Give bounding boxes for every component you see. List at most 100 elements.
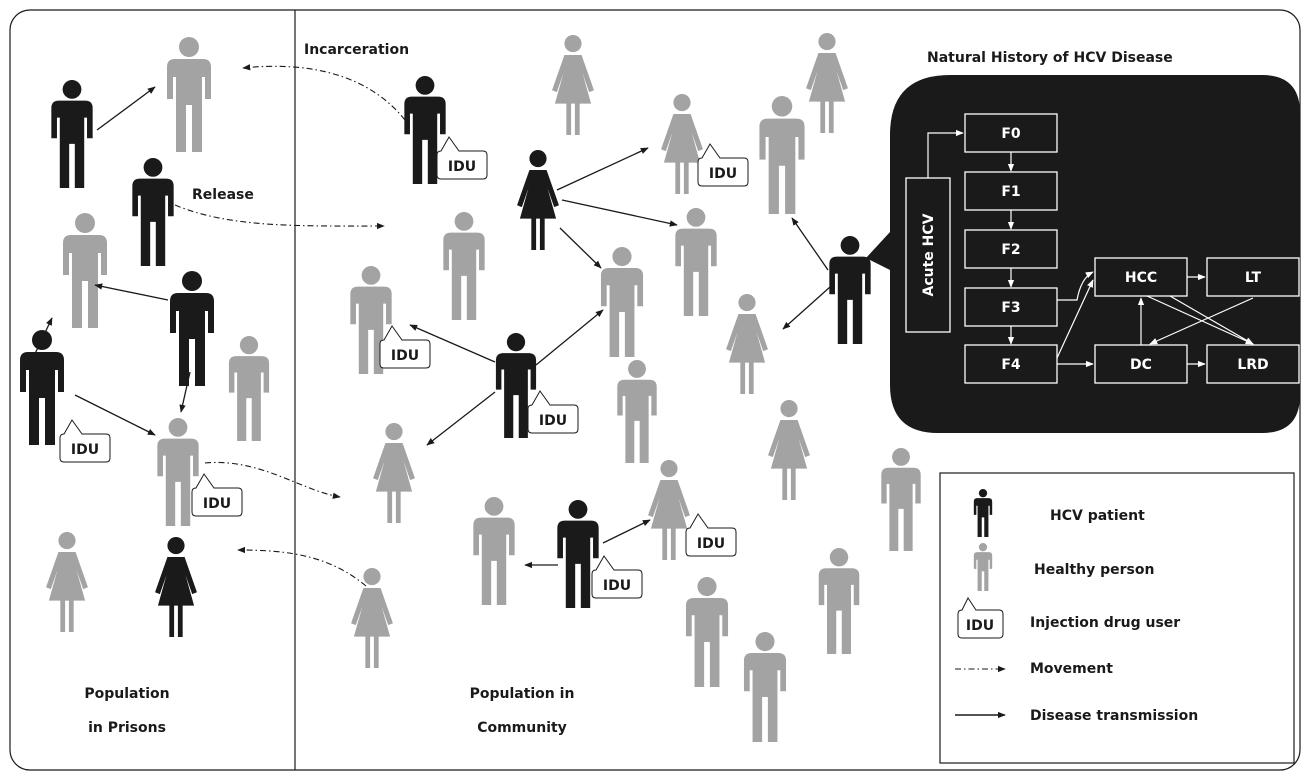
healthy-person-icon — [552, 35, 594, 135]
healthy-person-icon — [881, 448, 921, 551]
transmission-arrow — [535, 309, 604, 366]
healthy-person-icon — [661, 94, 703, 194]
hcv-patient-icon — [51, 80, 93, 188]
healthy-person-icon — [726, 294, 768, 394]
stage-f4-box: F4 — [1001, 357, 1021, 373]
movement-arrow — [242, 64, 406, 121]
community-label-line2: Community — [477, 720, 567, 736]
legend-label-healthy-person: Healthy person — [1034, 562, 1155, 578]
idu-text: IDU — [709, 166, 737, 182]
transmission-arrow — [561, 199, 678, 227]
movement-arrow — [204, 461, 341, 499]
transmission-arrow — [426, 391, 496, 446]
community-label-line1: Population in — [469, 686, 575, 702]
healthy-person-icon — [806, 33, 848, 133]
transmission-arrow — [179, 371, 191, 413]
healthy-person-icon — [617, 360, 657, 463]
stage-f3-box: F3 — [1001, 300, 1020, 316]
movement-arrow — [237, 546, 367, 587]
lt-box: LT — [1245, 270, 1262, 286]
hcv-patient-icon — [170, 271, 214, 386]
movement-arrows — [174, 64, 406, 587]
idu-text: IDU — [697, 536, 725, 552]
transmission-arrow — [791, 217, 829, 271]
legend-hcv-patient-icon — [973, 489, 993, 537]
healthy-person-icon — [228, 336, 270, 441]
legend-label-movement: Movement — [1030, 661, 1113, 677]
healthy-person-icon — [759, 96, 805, 214]
hcv-patient-icon — [155, 537, 197, 637]
idu-tag: IDU — [436, 136, 488, 180]
idu-tag: IDU — [59, 419, 111, 463]
stage-f2-box: F2 — [1001, 242, 1020, 258]
healthy-person-icon — [157, 418, 199, 526]
transmission-arrow — [409, 324, 496, 363]
legend-icons: IDU — [955, 489, 1006, 719]
speech-bubble — [866, 75, 1300, 433]
idu-tag: IDU — [379, 325, 431, 369]
idu-text: IDU — [448, 159, 476, 175]
transmission-arrow — [74, 394, 156, 436]
healthy-person-icon — [373, 423, 415, 523]
healthy-person-icon — [685, 577, 729, 687]
idu-text: IDU — [539, 413, 567, 429]
transmission-arrow — [556, 147, 649, 191]
transmission-arrow — [559, 227, 602, 269]
legend-label-transmission: Disease transmission — [1030, 708, 1199, 724]
release-label: Release — [192, 187, 254, 203]
movement-arrow — [174, 204, 385, 230]
stage-f1-box: F1 — [1001, 184, 1020, 200]
hcv-patient-icon — [495, 333, 537, 438]
legend-healthy-person-icon — [973, 543, 993, 591]
idu-tags: IDU IDU IDU IDU IDU IDU IDU IDU — [59, 136, 749, 599]
healthy-person-icon — [600, 247, 644, 357]
hcv-patient-icon — [517, 150, 559, 250]
legend-idu-callout-icon: IDU — [957, 597, 1004, 639]
people-layer — [20, 33, 921, 742]
prison-label-line1: Population — [84, 686, 170, 702]
healthy-person-icon — [473, 497, 515, 605]
idu-tag: IDU — [527, 390, 579, 434]
idu-tag: IDU — [191, 473, 243, 517]
acute-hcv-box: Acute HCV — [921, 213, 937, 296]
idu-text: IDU — [391, 348, 419, 364]
hcv-patient-icon — [829, 236, 871, 344]
svg-text:IDU: IDU — [966, 618, 994, 634]
natural-history-title: Natural History of HCV Disease — [927, 50, 1173, 66]
idu-text: IDU — [203, 496, 231, 512]
transmission-arrows — [31, 86, 831, 569]
stage-f0-box: F0 — [1001, 126, 1021, 142]
transmission-arrow — [31, 317, 53, 361]
healthy-person-icon — [46, 532, 88, 632]
lrd-box: LRD — [1237, 357, 1268, 373]
idu-tag: IDU — [685, 513, 737, 557]
hcv-patient-icon — [20, 330, 64, 445]
prison-population-label: Population in Prisons — [52, 677, 202, 745]
healthy-person-icon — [648, 460, 690, 560]
healthy-person-icon — [675, 208, 717, 316]
idu-tag: IDU — [697, 143, 749, 187]
dc-box: DC — [1130, 357, 1152, 373]
transmission-arrow — [94, 283, 169, 301]
transmission-arrow — [96, 86, 156, 131]
healthy-person-icon — [768, 400, 810, 500]
healthy-person-icon — [63, 213, 107, 328]
healthy-person-icon — [743, 632, 787, 742]
idu-text: IDU — [603, 578, 631, 594]
legend-label-idu: Injection drug user — [1030, 615, 1181, 631]
idu-tag: IDU — [591, 555, 643, 599]
legend: IDU — [939, 472, 1295, 764]
hcv-patient-icon — [404, 76, 446, 184]
healthy-person-icon — [167, 37, 211, 152]
incarceration-label: Incarceration — [304, 42, 410, 58]
healthy-person-icon — [818, 548, 860, 654]
transmission-arrow — [782, 286, 831, 330]
hcv-patient-icon — [557, 500, 599, 608]
hcc-box: HCC — [1125, 270, 1157, 286]
healthy-person-icon — [351, 568, 393, 668]
community-population-label: Population in Community — [447, 677, 597, 745]
prison-label-line2: in Prisons — [88, 720, 166, 736]
healthy-person-icon — [443, 212, 485, 320]
